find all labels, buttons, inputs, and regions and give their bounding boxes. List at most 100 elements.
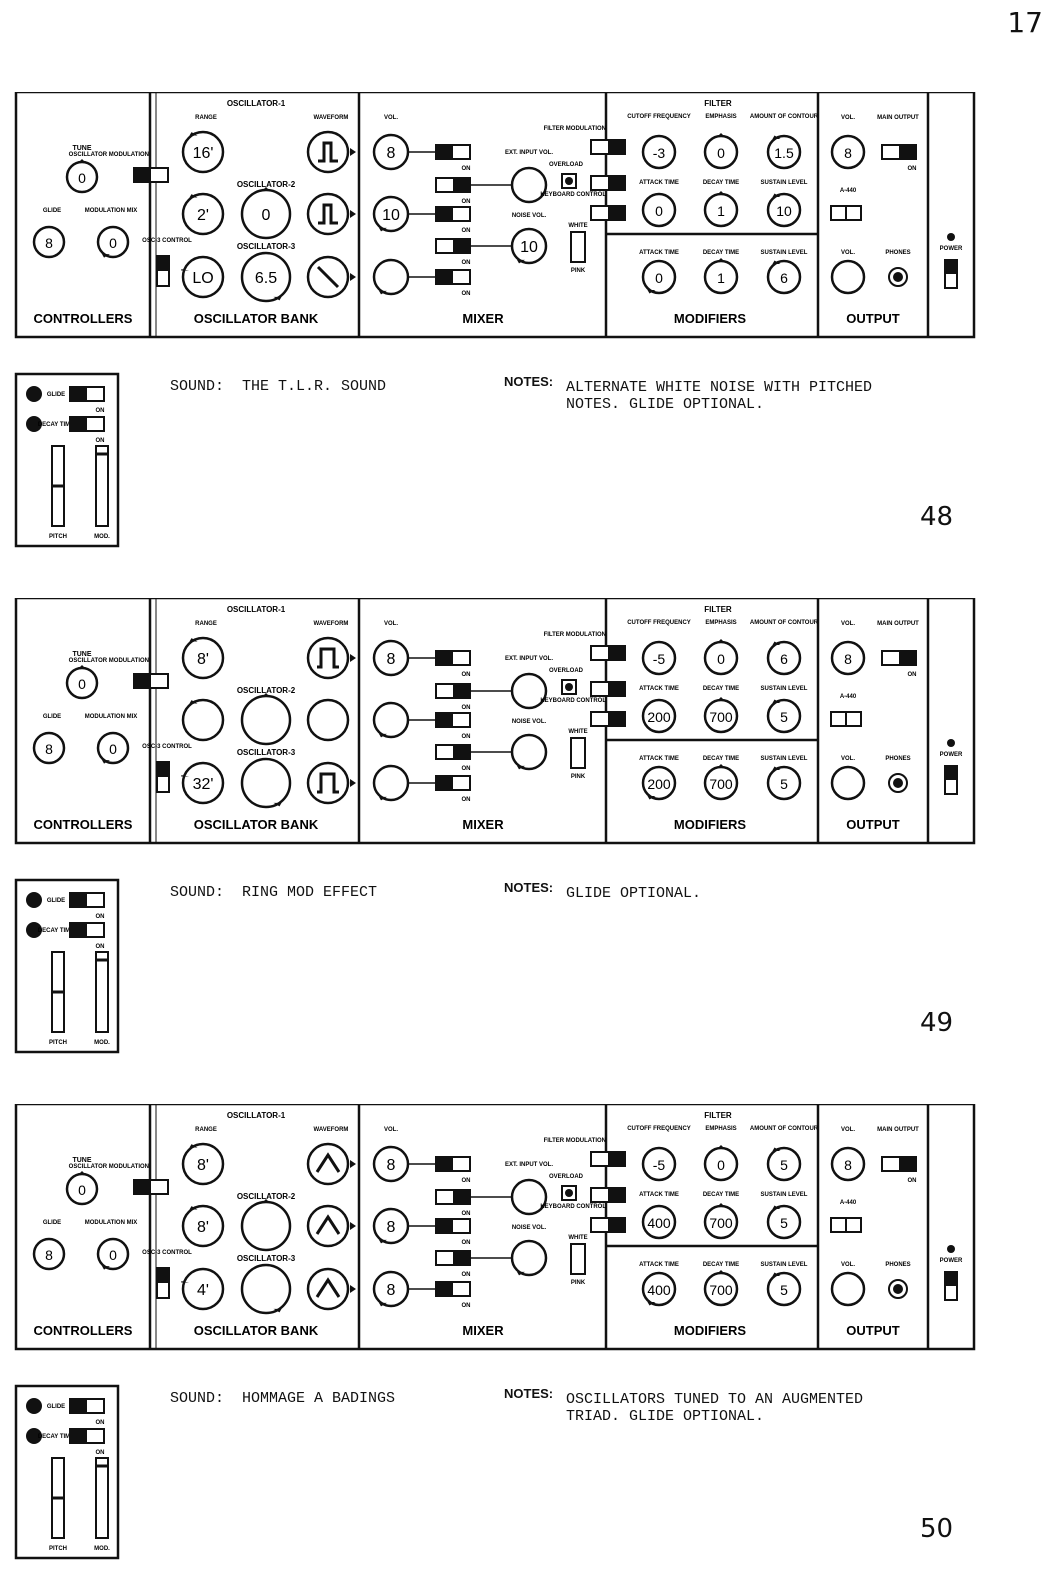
osc3-tune-knob[interactable] — [240, 757, 292, 809]
filter-attack-knob[interactable]: 400 — [640, 1204, 677, 1240]
glide-button[interactable] — [26, 386, 42, 402]
filter-attack-knob[interactable]: 200 — [640, 698, 677, 734]
glide-knob[interactable]: 8 — [32, 225, 67, 259]
noise-color-switch[interactable] — [570, 231, 586, 263]
osc3-waveform-icon[interactable] — [306, 255, 356, 299]
noise-color-switch[interactable] — [570, 1243, 586, 1275]
loud-attack-knob[interactable]: 200 — [641, 765, 677, 801]
mod-mix-knob[interactable]: 0 — [96, 731, 130, 765]
mixer-ext-switch[interactable]: ON — [435, 1189, 471, 1217]
mod-wheel[interactable] — [95, 445, 109, 527]
osc-mod-switch[interactable] — [133, 1179, 169, 1195]
decay-button[interactable] — [26, 416, 42, 432]
mixer-osc2-switch[interactable]: ON — [435, 206, 471, 234]
filter-cutoff-knob[interactable]: -3 — [640, 134, 677, 170]
out-vol-knob[interactable]: 8 — [830, 134, 867, 170]
filter-decay-knob[interactable]: 1 — [703, 191, 739, 228]
mixer-noise-switch[interactable]: ON — [435, 238, 471, 266]
tune-knob[interactable]: 0 — [65, 1171, 99, 1206]
main-output-switch[interactable]: ON — [881, 144, 917, 172]
osc2-waveform-icon[interactable] — [306, 192, 356, 236]
mixer-osc3-vol-knob[interactable]: 8 — [372, 1270, 410, 1308]
osc1-range-knob[interactable]: 8' — [181, 1142, 225, 1186]
glide-knob[interactable]: 8 — [32, 731, 67, 765]
mixer-osc1-switch[interactable]: ON — [435, 144, 471, 172]
mixer-osc3-switch[interactable]: ON — [435, 269, 471, 297]
osc2-range-knob[interactable]: 2' — [181, 192, 225, 236]
mixer-osc3-switch[interactable]: ON — [435, 1281, 471, 1309]
osc2-waveform-icon[interactable] — [306, 1204, 356, 1248]
out-vol-knob[interactable]: 8 — [830, 640, 867, 676]
osc2-waveform-knob[interactable] — [306, 698, 351, 742]
ext-input-knob[interactable] — [510, 166, 549, 204]
glide-button[interactable] — [26, 892, 42, 908]
keyboard-control-1-switch[interactable] — [590, 681, 626, 697]
filter-contour-knob[interactable]: 5 — [766, 1146, 802, 1182]
osc2-tune-knob[interactable] — [240, 693, 292, 746]
filter-sustain-knob[interactable]: 5 — [766, 698, 802, 734]
keyboard-control-2-switch[interactable] — [590, 1217, 626, 1233]
mod-wheel[interactable] — [95, 951, 109, 1033]
osc2-tune-knob[interactable]: 0 — [240, 187, 292, 240]
mixer-osc1-switch[interactable]: ON — [435, 1156, 471, 1184]
phones-vol-knob[interactable] — [830, 1271, 867, 1307]
filter-emphasis-knob[interactable]: 0 — [703, 639, 739, 676]
out-vol-knob[interactable]: 8 — [830, 1146, 867, 1182]
loud-decay-knob[interactable]: 700 — [703, 1270, 739, 1307]
filter-contour-knob[interactable]: 6 — [766, 640, 802, 676]
osc3-range-knob[interactable]: LO — [181, 255, 225, 299]
mixer-osc1-switch[interactable]: ON — [435, 650, 471, 678]
osc2-tune-knob[interactable] — [240, 1199, 292, 1252]
noise-vol-knob[interactable]: 10 — [510, 227, 548, 265]
osc3-range-knob[interactable]: 32' — [181, 761, 225, 805]
osc3-tune-knob[interactable]: 6.5 — [240, 251, 292, 303]
loud-sustain-knob[interactable]: 6 — [766, 259, 802, 295]
filter-contour-knob[interactable]: 1.5 — [766, 134, 802, 170]
mod-wheel[interactable] — [95, 1457, 109, 1539]
loud-decay-knob[interactable]: 700 — [703, 764, 739, 801]
loud-decay-knob[interactable]: 1 — [703, 258, 739, 295]
ext-input-knob[interactable] — [510, 672, 549, 710]
keyboard-control-2-switch[interactable] — [590, 711, 626, 727]
osc3-tune-knob[interactable] — [240, 1263, 292, 1315]
osc1-waveform-icon[interactable] — [306, 636, 356, 680]
osc1-waveform-icon[interactable] — [306, 1142, 356, 1186]
osc2-range-knob[interactable] — [181, 698, 225, 742]
osc3-range-knob[interactable]: 4' — [181, 1267, 225, 1311]
keyboard-control-2-switch[interactable] — [590, 205, 626, 221]
filter-emphasis-knob[interactable]: 0 — [703, 1145, 739, 1182]
mod-mix-knob[interactable]: 0 — [96, 1237, 130, 1271]
mixer-osc2-switch[interactable]: ON — [435, 1218, 471, 1246]
filter-sustain-knob[interactable]: 5 — [766, 1204, 802, 1240]
glide-button[interactable] — [26, 1398, 42, 1414]
perf-glide-switch[interactable]: ON — [69, 892, 105, 920]
osc1-range-knob[interactable]: 16' — [181, 130, 225, 174]
keyboard-control-1-switch[interactable] — [590, 1187, 626, 1203]
loud-sustain-knob[interactable]: 5 — [766, 1271, 802, 1307]
mixer-osc2-switch[interactable]: ON — [435, 712, 471, 740]
perf-glide-switch[interactable]: ON — [69, 1398, 105, 1426]
mixer-osc3-vol-knob[interactable] — [372, 764, 410, 802]
mixer-osc2-vol-knob[interactable] — [372, 701, 410, 739]
mixer-ext-switch[interactable]: ON — [435, 683, 471, 711]
filter-decay-knob[interactable]: 700 — [703, 697, 739, 734]
osc3-waveform-icon[interactable] — [306, 1267, 356, 1311]
osc-mod-switch[interactable] — [133, 167, 169, 183]
phones-vol-knob[interactable] — [830, 259, 867, 295]
loud-attack-knob[interactable]: 0 — [641, 259, 677, 295]
main-output-switch[interactable]: ON — [881, 650, 917, 678]
mixer-osc2-vol-knob[interactable]: 8 — [372, 1207, 410, 1245]
ext-input-knob[interactable] — [510, 1178, 549, 1216]
filter-mod-switch[interactable] — [590, 1151, 626, 1167]
loud-sustain-knob[interactable]: 5 — [766, 765, 802, 801]
filter-decay-knob[interactable]: 700 — [703, 1203, 739, 1240]
perf-decay-switch[interactable]: ON — [69, 416, 105, 444]
noise-color-switch[interactable] — [570, 737, 586, 769]
osc-mod-switch[interactable] — [133, 673, 169, 689]
filter-sustain-knob[interactable]: 10 — [766, 192, 802, 228]
perf-decay-switch[interactable]: ON — [69, 922, 105, 950]
glide-knob[interactable]: 8 — [32, 1237, 67, 1271]
filter-emphasis-knob[interactable]: 0 — [703, 133, 739, 170]
mixer-osc3-vol-knob[interactable] — [372, 258, 410, 296]
keyboard-control-1-switch[interactable] — [590, 175, 626, 191]
